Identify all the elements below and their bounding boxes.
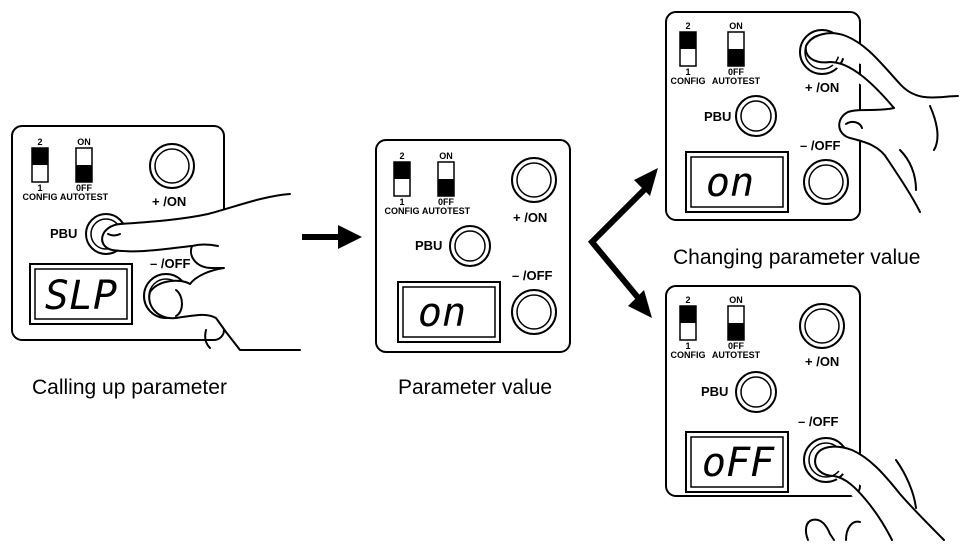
display-text: on <box>418 290 466 336</box>
display-text: oFF <box>702 440 775 486</box>
config-switch-name: CONFIG <box>671 76 706 86</box>
config-switch-name: CONFIG <box>671 350 706 360</box>
hand-illustration <box>804 445 945 541</box>
parameter-display: oFF <box>685 431 789 493</box>
panel-parameter-value: 2 1 CONFIG ON 0FF AUTOTEST + /ON PBU – /… <box>375 139 571 353</box>
autotest-switch-top-label: ON <box>729 21 743 31</box>
autotest-switch-top-label: ON <box>77 137 91 147</box>
config-switch[interactable] <box>679 31 697 67</box>
autotest-switch-bottom-label: 0FF <box>438 197 455 207</box>
config-switch-top-label: 2 <box>399 151 404 161</box>
config-switch-top-label: 2 <box>37 137 42 147</box>
autotest-switch-name: AUTOTEST <box>60 192 109 202</box>
caption-parameter-value: Parameter value <box>398 376 552 399</box>
plus-on-label: + /ON <box>152 194 186 209</box>
pbu-label: PBU <box>50 226 77 241</box>
pbu-label: PBU <box>704 109 731 124</box>
minus-off-label: – /OFF <box>798 414 839 429</box>
parameter-display: SLP <box>29 263 133 325</box>
config-switch[interactable] <box>31 147 49 183</box>
pbu-label: PBU <box>415 238 442 253</box>
pbu-button[interactable] <box>735 95 777 137</box>
autotest-switch-top-label: ON <box>729 295 743 305</box>
display-text: on <box>706 160 754 206</box>
minus-off-label: – /OFF <box>512 268 553 283</box>
autotest-switch-bottom-label: 0FF <box>76 183 93 193</box>
config-switch-bottom-label: 1 <box>399 197 404 207</box>
pbu-label: PBU <box>701 384 728 399</box>
autotest-switch[interactable] <box>437 161 455 197</box>
minus-off-button[interactable] <box>511 289 557 335</box>
config-switch[interactable] <box>393 161 411 197</box>
autotest-switch[interactable] <box>75 147 93 183</box>
autotest-switch-bottom-label: 0FF <box>728 67 745 77</box>
arrow-to-value <box>302 225 362 249</box>
plus-on-label: + /ON <box>805 354 839 369</box>
panel-calling-up: 2 1 CONFIG ON 0FF AUTOTEST + /ON PBU – /… <box>11 125 301 351</box>
minus-off-button[interactable] <box>803 159 849 205</box>
config-switch-top-label: 2 <box>685 295 690 305</box>
minus-off-label: – /OFF <box>800 138 841 153</box>
pbu-button[interactable] <box>449 225 491 267</box>
autotest-switch[interactable] <box>727 31 745 67</box>
parameter-display: on <box>685 151 789 213</box>
autotest-switch-top-label: ON <box>439 151 453 161</box>
plus-on-label: + /ON <box>805 80 839 95</box>
config-switch-top-label: 2 <box>685 21 690 31</box>
plus-on-button[interactable] <box>799 303 845 349</box>
branch-arrows <box>587 168 658 318</box>
caption-calling-up: Calling up parameter <box>32 376 227 399</box>
autotest-switch[interactable] <box>727 305 745 341</box>
parameter-display: on <box>397 281 501 343</box>
display-text: SLP <box>45 273 117 319</box>
autotest-switch-bottom-label: 0FF <box>728 341 745 351</box>
autotest-switch-name: AUTOTEST <box>712 350 761 360</box>
plus-on-button[interactable] <box>149 143 195 189</box>
minus-off-label: – /OFF <box>150 256 191 271</box>
config-switch-bottom-label: 1 <box>685 341 690 351</box>
pbu-button[interactable] <box>735 371 777 413</box>
panel-changing-off: 2 1 CONFIG ON 0FF AUTOTEST + /ON PBU – /… <box>665 285 945 541</box>
hand-illustration <box>101 193 301 351</box>
config-switch-name: CONFIG <box>385 206 420 216</box>
autotest-switch-name: AUTOTEST <box>422 206 471 216</box>
config-switch-bottom-label: 1 <box>37 183 42 193</box>
config-switch[interactable] <box>679 305 697 341</box>
caption-changing-value: Changing parameter value <box>673 246 921 269</box>
plus-on-button[interactable] <box>511 157 557 203</box>
hand-illustration <box>804 32 959 213</box>
autotest-switch-name: AUTOTEST <box>712 76 761 86</box>
config-switch-bottom-label: 1 <box>685 67 690 77</box>
plus-on-label: + /ON <box>513 210 547 225</box>
config-switch-name: CONFIG <box>23 192 58 202</box>
panel-changing-on: 2 1 CONFIG ON 0FF AUTOTEST + /ON PBU – /… <box>665 11 959 221</box>
